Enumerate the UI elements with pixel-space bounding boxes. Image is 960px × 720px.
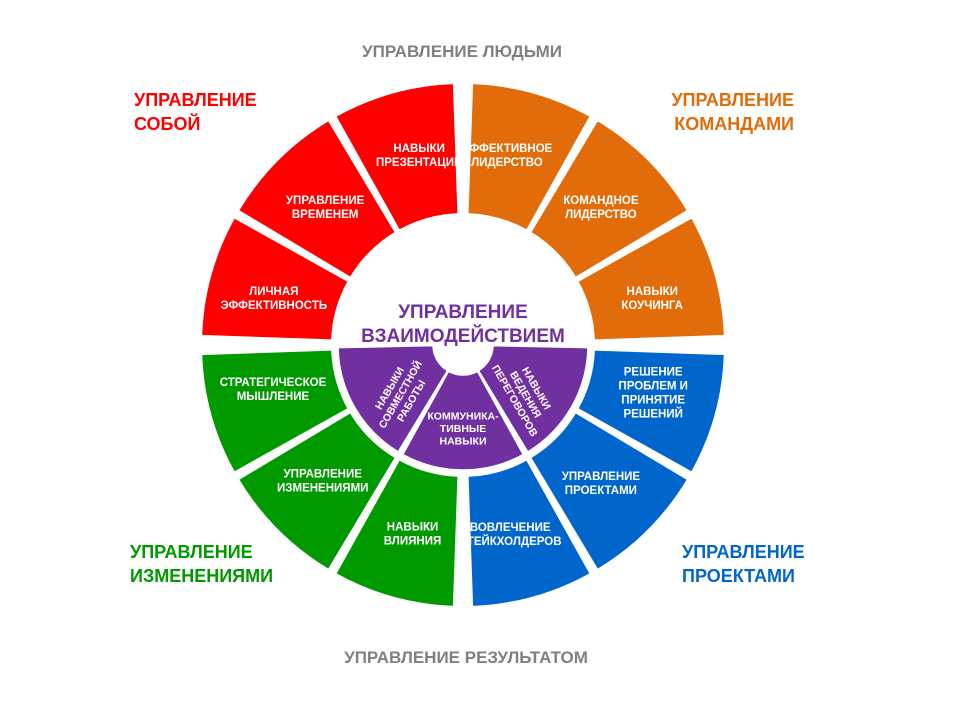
quadrant-label-teams: УПРАВЛЕНИЕ КОМАНДАМИ	[671, 88, 794, 136]
segment-strategic-thinking-label: СТРАТЕГИЧЕСКОЕ	[220, 377, 327, 389]
quadrant-label-line: ИЗМЕНЕНИЯМИ	[130, 566, 274, 586]
quadrant-label-projects: УПРАВЛЕНИЕ ПРОЕКТАМИ	[682, 540, 805, 588]
segment-time-management	[236, 118, 398, 280]
center-label-line-1: УПРАВЛЕНИЕ	[398, 302, 528, 323]
segment-effective-leadership-label: ЛИДЕРСТВО	[471, 157, 543, 169]
segment-personal-effectiveness-label: ЛИЧНАЯ	[249, 286, 298, 298]
segment-project-management	[528, 410, 690, 572]
segment-change-management-label: ИЗМЕНЕНИЯМИ	[277, 482, 368, 494]
segment-stakeholder-engagement-label: СТЕЙКХОЛДЕРОВ	[459, 535, 562, 548]
segment-problem-solving-label: ПРОБЛЕМ И	[618, 380, 688, 392]
quadrant-label-line: УПРАВЛЕНИЕ	[671, 90, 794, 110]
segment-stakeholder-engagement	[466, 458, 592, 608]
quadrant-label-line: УПРАВЛЕНИЕ	[130, 542, 253, 562]
segment-strategic-thinking	[200, 348, 350, 474]
quadrant-label-line: КОМАНДАМИ	[674, 114, 794, 134]
inner-segment-communication	[401, 370, 525, 471]
segment-presentation-skills	[334, 82, 460, 232]
quadrant-label-self: УПРАВЛЕНИЕ СОБОЙ	[134, 88, 257, 136]
inner-segment-teamwork	[337, 344, 449, 453]
segment-strategic-thinking-label: МЫШЛЕНИЕ	[237, 391, 310, 403]
quadrant-label-line: ПРОЕКТАМИ	[682, 566, 795, 586]
segment-problem-solving-label: РЕШЕНИЙ	[623, 407, 682, 420]
quadrant-label-line: УПРАВЛЕНИЕ	[134, 90, 257, 110]
segment-presentation-skills-label: ПРЕЗЕНТАЦИИ	[376, 157, 462, 169]
segment-team-leadership-label: ЛИДЕРСТВО	[565, 209, 637, 221]
segment-influence-skills	[334, 458, 460, 608]
segment-project-management-label: УПРАВЛЕНИЕ	[562, 471, 641, 483]
segment-team-leadership	[528, 118, 690, 280]
center-label-line-2: ВЗАИМОДЕЙСТВИЕМ	[361, 325, 565, 347]
segment-time-management-label: УПРАВЛЕНИЕ	[286, 195, 365, 207]
inner-segment-negotiation	[477, 344, 589, 453]
inner-segment-communication-label: НАВЫКИ	[440, 436, 487, 448]
segment-personal-effectiveness-label: ЭФФЕКТИВНОСТЬ	[220, 300, 327, 312]
segment-problem-solving	[576, 348, 726, 474]
segment-coaching-skills-label: КОУЧИНГА	[621, 300, 683, 312]
segment-time-management-label: ВРЕМЕНЕМ	[292, 209, 358, 221]
segment-problem-solving-label: РЕШЕНИЕ	[624, 366, 683, 378]
inner-segment-communication-label: ТИВНЫЕ	[440, 423, 486, 435]
segment-presentation-skills-label: НАВЫКИ	[393, 143, 444, 155]
segment-project-management-label: ПРОЕКТАМИ	[565, 485, 637, 497]
quadrant-label-line: СОБОЙ	[134, 114, 201, 134]
segment-change-management	[236, 410, 398, 572]
segment-team-leadership-label: КОМАНДНОЕ	[563, 195, 639, 207]
caption-result-management: УПРАВЛЕНИЕ РЕЗУЛЬТАТОМ	[344, 648, 588, 667]
segment-influence-skills-label: ВЛИЯНИЯ	[384, 535, 441, 547]
quadrant-label-line: УПРАВЛЕНИЕ	[682, 542, 805, 562]
segment-change-management-label: УПРАВЛЕНИЕ	[284, 468, 363, 480]
quadrant-label-changes: УПРАВЛЕНИЕ ИЗМЕНЕНИЯМИ	[130, 540, 273, 588]
segment-effective-leadership-label: ЭФФЕКТИВНОЕ	[461, 143, 552, 155]
segment-personal-effectiveness	[200, 216, 350, 342]
segment-coaching-skills	[576, 216, 726, 342]
caption-people-management: УПРАВЛЕНИЕ ЛЮДЬМИ	[362, 42, 562, 61]
segment-coaching-skills-label: НАВЫКИ	[626, 286, 677, 298]
segment-problem-solving-label: ПРИНЯТИЕ	[621, 394, 685, 406]
segment-influence-skills-label: НАВЫКИ	[387, 521, 438, 533]
inner-segment-communication-label: КОММУНИКА-	[427, 411, 499, 423]
segment-stakeholder-engagement-label: ВОВЛЕЧЕНИЕ	[470, 522, 551, 534]
segment-effective-leadership	[466, 82, 592, 232]
